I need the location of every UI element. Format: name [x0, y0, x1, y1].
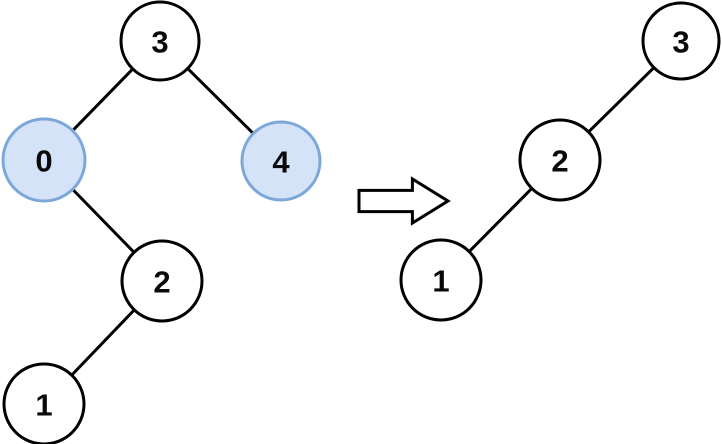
- tree-node-circle-2[interactable]: [518, 118, 602, 202]
- tree-node-circle-3[interactable]: [641, 1, 721, 81]
- tree-node-circle-1[interactable]: [2, 362, 86, 444]
- tree-node-circle-4[interactable]: [240, 120, 322, 202]
- tree-node-circle-3[interactable]: [119, 0, 201, 82]
- tree-node-circle-2[interactable]: [120, 239, 204, 323]
- tree-node-label-2: 2: [551, 144, 568, 179]
- tree-edge-0-2: [70, 187, 136, 255]
- tree-node-label-4: 4: [272, 145, 290, 180]
- after-tree-nodes: 3 2 1: [399, 1, 721, 322]
- tree-edge-3-0: [70, 67, 135, 133]
- tree-node-label-1: 1: [35, 388, 52, 423]
- right-arrow-icon: [357, 176, 451, 226]
- tree-node-label-2: 2: [153, 265, 170, 300]
- tree-edge-3-2: [586, 65, 656, 134]
- tree-node-label-1: 1: [432, 264, 449, 299]
- after-tree-edges: [467, 65, 656, 254]
- transform-arrow: [357, 176, 451, 226]
- tree-edge-3-4: [185, 66, 256, 136]
- tree-node-circle-0[interactable]: [1, 117, 87, 203]
- before-tree-edges: [69, 66, 256, 377]
- tree-node-circle-1[interactable]: [399, 238, 483, 322]
- tree-node-label-0: 0: [35, 144, 52, 179]
- tree-node-label-3: 3: [151, 25, 168, 60]
- tree-node-label-3: 3: [672, 25, 689, 60]
- tree-edge-2-1: [69, 308, 137, 377]
- before-tree-nodes: 3 0 4 2 1: [1, 0, 322, 444]
- tree-edge-2-1: [467, 186, 534, 254]
